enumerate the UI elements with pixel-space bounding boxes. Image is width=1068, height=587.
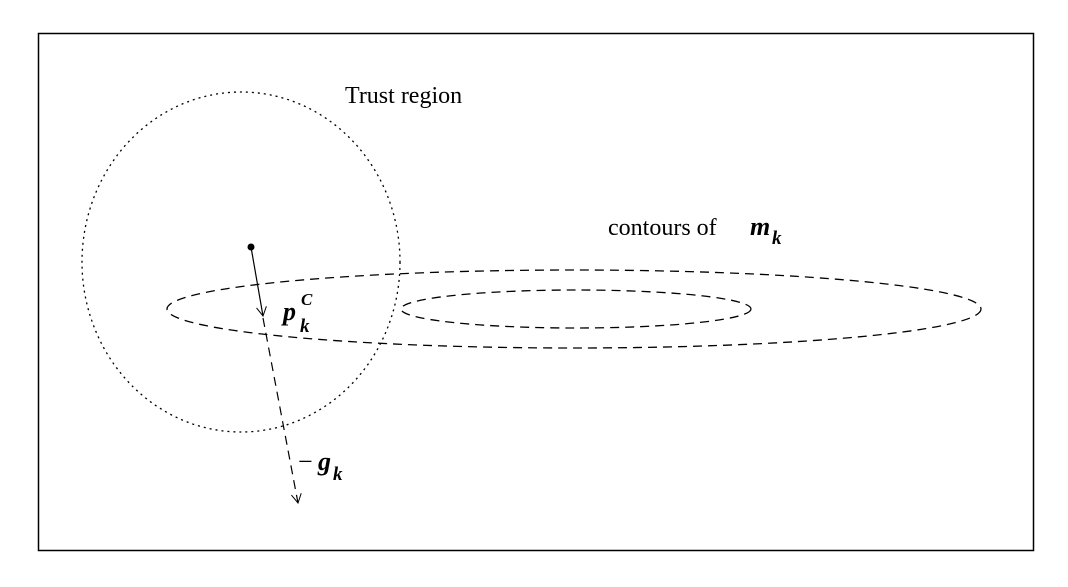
contour-inner	[400, 289, 752, 329]
m-subscript: k	[772, 228, 782, 249]
p-subscript: k	[300, 316, 310, 337]
negative-gradient-arrow	[262, 317, 302, 505]
trust-region-circle	[81, 91, 401, 433]
trust-region-label: Trust region	[345, 83, 462, 109]
p-superscript: C	[301, 290, 313, 309]
g-minus-sign: −	[298, 447, 313, 476]
contour-outer	[166, 269, 982, 349]
contours-label: contours of	[608, 215, 717, 241]
figure-frame	[37, 32, 1035, 552]
g-subscript: k	[333, 464, 343, 485]
cauchy-step-arrow	[250, 246, 267, 318]
m-symbol: m	[750, 212, 770, 241]
g-symbol: g	[317, 447, 331, 476]
p-symbol: p	[281, 297, 296, 326]
